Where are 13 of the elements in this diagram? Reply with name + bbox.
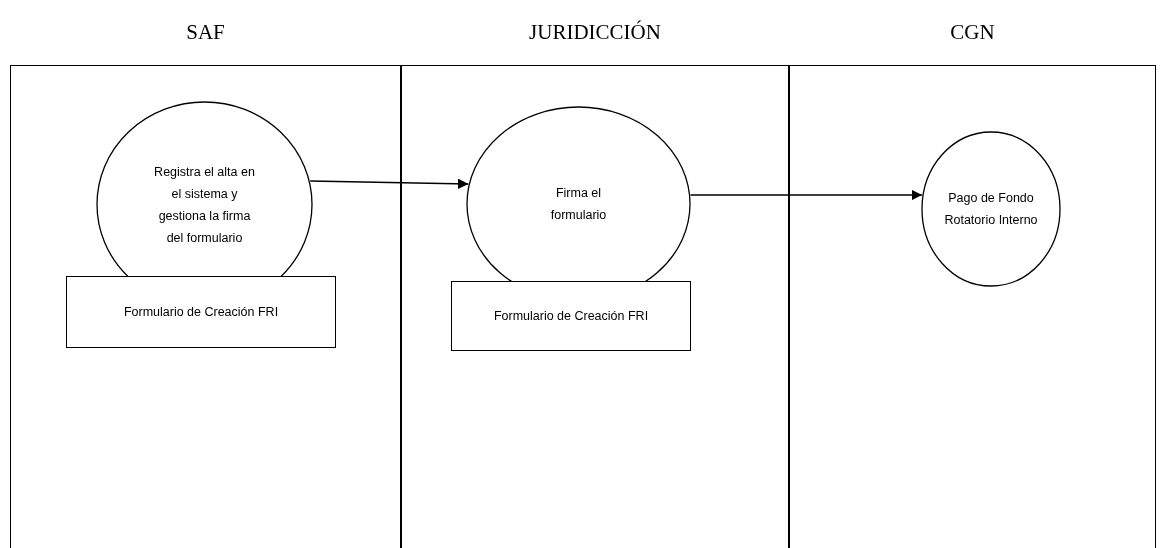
arrow	[689, 189, 923, 201]
document-box	[66, 276, 336, 348]
node-label: Formulario de Creación FRI	[122, 304, 280, 321]
node-label: Registra el alta en el sistema y gestiona la firma del formulario	[153, 163, 256, 247]
lane-header: JURIDICCIÓN	[529, 19, 661, 45]
document-box	[451, 281, 691, 351]
node-label: Firma el formulario	[549, 185, 608, 224]
lane-header: SAF	[186, 19, 225, 45]
node-label: Pago de Fondo Rotatorio Interno	[943, 190, 1039, 229]
node-label: Formulario de Creación FRI	[492, 308, 650, 325]
arrow	[309, 178, 470, 190]
process-circle	[921, 131, 1061, 287]
lane-header: CGN	[950, 19, 995, 45]
